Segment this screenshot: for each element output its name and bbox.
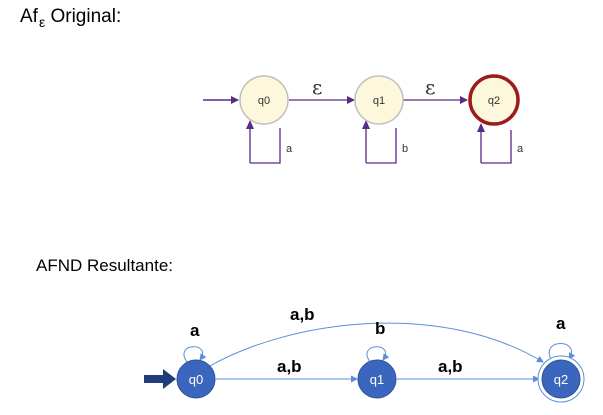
original-automaton-title: Afε Original:: [20, 6, 122, 30]
original-loop-q1-arrowhead: [362, 120, 370, 129]
result-edge-label-q0-q2: a,b: [290, 305, 315, 324]
title-main-text: Af: [20, 6, 38, 27]
original-edge-label-q0-q1: ε: [312, 75, 322, 99]
original-edge-label-q1-q2: ε: [425, 75, 435, 99]
result-loop-label-q0: a: [190, 321, 200, 340]
original-state-label-q1: q1: [373, 95, 385, 107]
original-loop-label-q2: a: [517, 143, 524, 155]
resultant-automaton-title: AFND Resultante:: [36, 256, 173, 275]
original-automaton: ε ε a b a q0 q1 q2: [203, 74, 524, 164]
result-loop-label-q2: a: [556, 314, 566, 333]
original-state-label-q0: q0: [258, 95, 270, 107]
result-loop-label-q1: b: [375, 319, 385, 338]
result-state-label-q1: q1: [370, 372, 384, 387]
original-state-q1: [354, 75, 404, 125]
result-state-q2: [541, 359, 581, 399]
original-loop-label-q0: a: [286, 143, 293, 155]
original-state-label-q2: q2: [488, 95, 500, 107]
result-loop-q0: [183, 346, 207, 363]
original-loop-q0: [249, 125, 281, 164]
result-state-label-q2: q2: [554, 372, 568, 387]
result-state-q1: [357, 359, 397, 399]
result-loop-q2: [548, 343, 576, 362]
original-state-q2-accepting: [468, 74, 520, 126]
title-rest-text: Original:: [45, 6, 122, 27]
result-edge-label-q0-q1: a,b: [277, 357, 302, 376]
original-loop-q2: [480, 128, 512, 164]
result-state-q0: [176, 359, 216, 399]
result-state-label-q0: q0: [189, 372, 203, 387]
original-loop-q0-arrowhead: [246, 120, 254, 129]
original-loop-q2-arrowhead: [477, 123, 485, 132]
original-loop-label-q1: b: [402, 143, 408, 155]
original-loop-q1: [365, 125, 397, 164]
result-start-arrow: [144, 369, 176, 389]
original-state-q0: [239, 75, 289, 125]
result-edge-label-q1-q2: a,b: [438, 357, 463, 376]
result-automaton: a,b a,b a,b a b a q0 q1 q2: [144, 305, 585, 403]
result-edge-q0-q2: [207, 322, 544, 368]
title-subscript-epsilon: ε: [38, 14, 46, 30]
result-loop-q1: [366, 346, 390, 363]
